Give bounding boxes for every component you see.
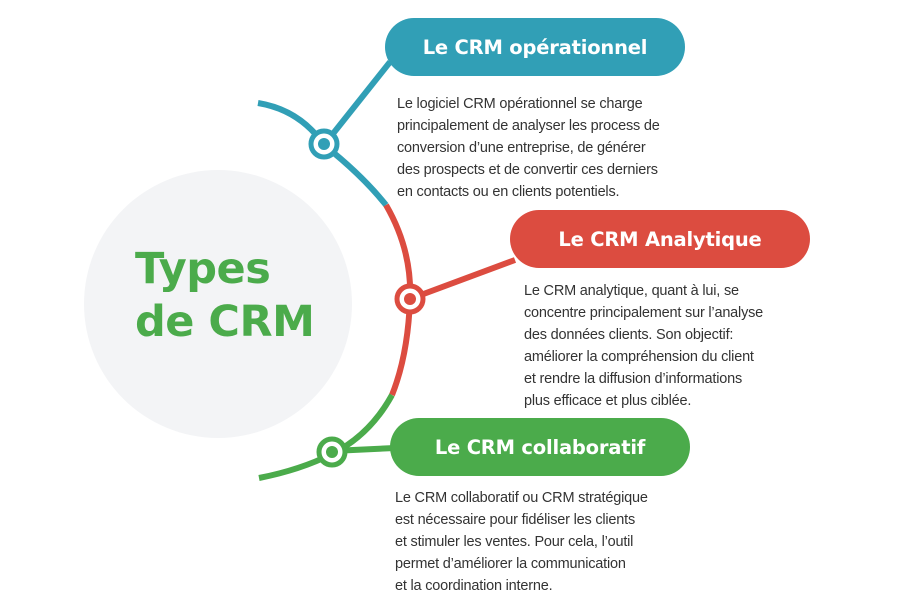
- description-line: Le CRM analytique, quant à lui, se: [524, 283, 739, 299]
- node-marker-red: [394, 283, 426, 315]
- title-line-1: Types: [135, 244, 271, 294]
- pill-crm-collaboratif: Le CRM collaboratif: [390, 418, 690, 476]
- description-line: principalement de analyser les process d…: [397, 118, 660, 134]
- description-line: Le CRM collaboratif ou CRM stratégique: [395, 490, 648, 506]
- description-crm-collaboratif: Le CRM collaboratif ou CRM stratégique e…: [395, 487, 648, 597]
- description-crm-analytique: Le CRM analytique, quant à lui, se conce…: [524, 280, 763, 412]
- description-line: en contacts ou en clients potentiels.: [397, 184, 620, 200]
- description-line: plus efficace et plus ciblée.: [524, 393, 692, 409]
- connector-blue: [321, 60, 393, 147]
- title-line-2: de CRM: [135, 297, 315, 347]
- diagram-title: Types de CRM: [135, 243, 315, 349]
- description-line: améliorer la compréhension du client: [524, 349, 754, 365]
- description-line: et stimuler les ventes. Pour cela, l’out…: [395, 534, 634, 550]
- description-line: des données clients. Son objectif:: [524, 327, 734, 343]
- pill-label: Le CRM collaboratif: [434, 435, 646, 459]
- description-line: et la coordination interne.: [395, 578, 553, 594]
- description-line: et rendre la diffusion d’informations: [524, 371, 743, 387]
- description-line: est nécessaire pour fidéliser les client…: [395, 512, 636, 528]
- description-line: concentre principalement sur l’analyse: [524, 305, 764, 321]
- pill-crm-analytique: Le CRM Analytique: [510, 210, 810, 268]
- description-line: conversion d’une entreprise, de générer: [397, 140, 646, 156]
- pill-crm-operationnel: Le CRM opérationnel: [385, 18, 685, 76]
- description-line: Le logiciel CRM opérationnel se charge: [397, 96, 643, 112]
- pill-label: Le CRM Analytique: [558, 227, 762, 251]
- connector-red: [408, 257, 517, 302]
- description-crm-operationnel: Le logiciel CRM opérationnel se charge p…: [397, 93, 660, 203]
- description-line: des prospects et de convertir ces dernie…: [397, 162, 658, 178]
- node-marker-green: [316, 436, 348, 468]
- title-background-circle: [84, 170, 352, 438]
- description-line: permet d’améliorer la communication: [395, 556, 626, 572]
- pill-label: Le CRM opérationnel: [422, 35, 648, 59]
- node-marker-blue: [308, 128, 340, 160]
